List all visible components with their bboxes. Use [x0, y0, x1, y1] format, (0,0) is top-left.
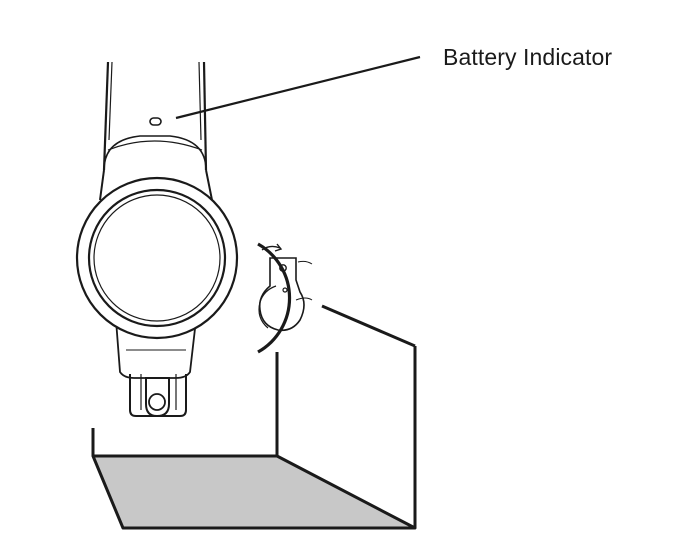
nozzle-connector	[145, 377, 170, 418]
battery-indicator-label: Battery Indicator	[443, 44, 613, 70]
wall-lines	[91, 304, 417, 528]
callout-leader-line	[175, 55, 421, 120]
wall-bracket-detail	[257, 242, 313, 354]
motor-housing	[75, 176, 239, 340]
floor-shadow	[91, 454, 417, 530]
battery-indicator-light	[149, 117, 162, 126]
